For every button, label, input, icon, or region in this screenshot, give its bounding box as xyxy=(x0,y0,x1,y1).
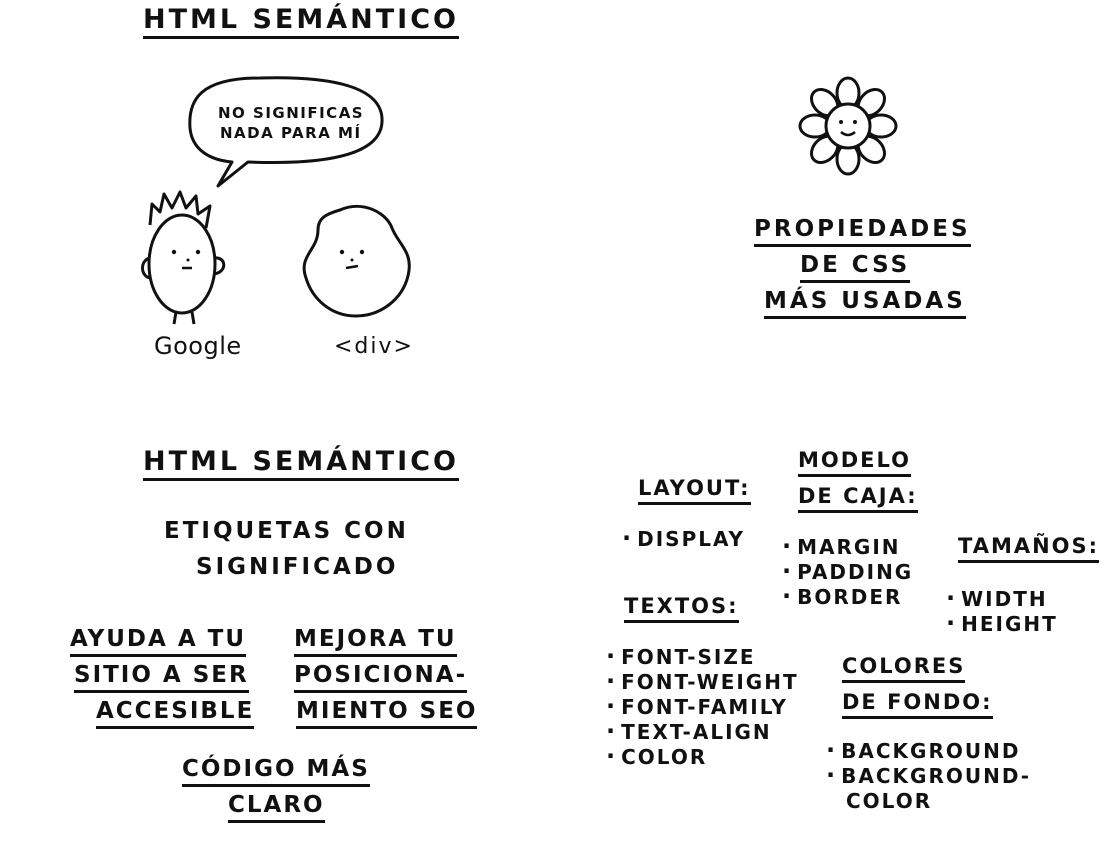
list-item: COLOR xyxy=(846,789,933,813)
list-sizes: WIDTH HEIGHT xyxy=(946,586,1058,636)
heading-sizes: TAMAÑOS: xyxy=(958,536,1100,563)
css-title-line2: DE CSS xyxy=(800,254,911,283)
point-clear-code-line1: CÓDIGO MÁS xyxy=(182,758,370,787)
heading-backgrounds-line2: DE FONDO: xyxy=(842,692,993,719)
list-item: COLOR xyxy=(606,744,799,769)
list-item: HEIGHT xyxy=(946,611,1058,636)
heading-box-model-line2: DE CAJA: xyxy=(798,486,918,513)
point-seo-line2: POSICIONA- xyxy=(294,664,468,693)
list-item: PADDING xyxy=(782,559,913,584)
panel-title-semantic-html-bottom: HTML SEMÁNTICO xyxy=(143,448,459,481)
panel-title-semantic-html-top: HTML SEMÁNTICO xyxy=(143,6,459,39)
speech-text-line2: NADA PARA MÍ xyxy=(220,124,362,142)
list-item: FONT-WEIGHT xyxy=(606,669,799,694)
list-item: FONT-SIZE xyxy=(606,644,799,669)
list-item: BACKGROUND xyxy=(826,738,1031,763)
heading-backgrounds-line1: COLORES xyxy=(842,656,966,683)
heading-box-model-line1: MODELO xyxy=(798,450,912,477)
point-accessible-line2: SITIO A SER xyxy=(74,664,249,693)
point-accessible-line1: AYUDA A TU xyxy=(70,628,247,657)
css-title-line1: PROPIEDADES xyxy=(754,218,971,247)
label-google: Google xyxy=(154,332,242,360)
point-seo-line1: MEJORA TU xyxy=(294,628,457,657)
list-item: BACKGROUND- xyxy=(826,763,1031,788)
heading-layout: LAYOUT: xyxy=(638,478,751,505)
subtitle-line2: SIGNIFICADO xyxy=(196,554,399,580)
point-accessible-line3: ACCESIBLE xyxy=(96,700,255,729)
heading-texts: TEXTOS: xyxy=(624,596,739,623)
point-seo-line3: MIENTO SEO xyxy=(296,700,478,729)
list-layout: DISPLAY xyxy=(622,526,745,551)
list-item: DISPLAY xyxy=(622,526,745,551)
list-item: TEXT-ALIGN xyxy=(606,719,799,744)
css-title-line3: MÁS USADAS xyxy=(764,290,966,319)
list-item: MARGIN xyxy=(782,534,913,559)
label-div: <div> xyxy=(334,334,414,359)
list-item: FONT-FAMILY xyxy=(606,694,799,719)
speech-text-line1: NO SIGNIFICAS xyxy=(218,104,365,122)
subtitle-line1: ETIQUETAS CON xyxy=(164,518,409,544)
list-texts: FONT-SIZE FONT-WEIGHT FONT-FAMILY TEXT-A… xyxy=(606,644,799,769)
list-item: WIDTH xyxy=(946,586,1058,611)
list-box-model: MARGIN PADDING BORDER xyxy=(782,534,913,609)
point-clear-code-line2: CLARO xyxy=(228,794,325,823)
list-backgrounds: BACKGROUND BACKGROUND- COLOR xyxy=(826,738,1031,813)
list-item: BORDER xyxy=(782,584,913,609)
